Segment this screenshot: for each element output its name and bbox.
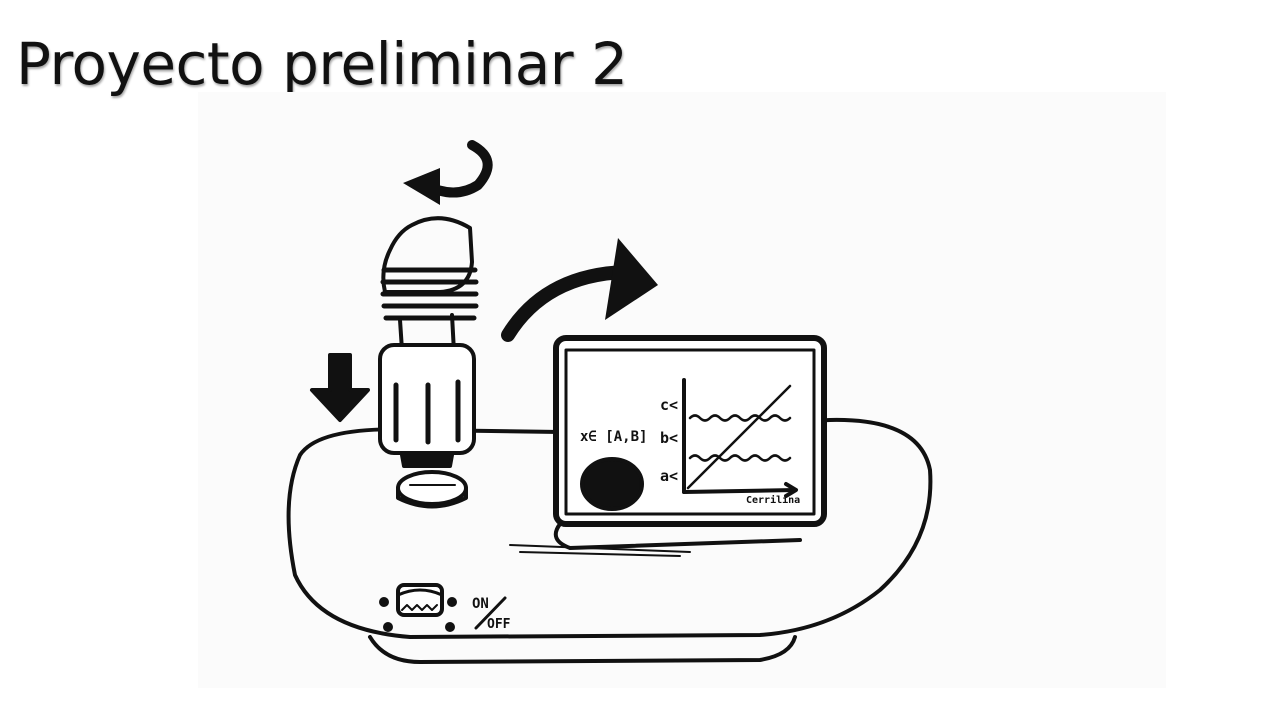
y-label-a: a< bbox=[660, 467, 678, 485]
button-dot bbox=[381, 599, 387, 605]
status-indicator bbox=[582, 459, 642, 509]
off-label: OFF bbox=[487, 617, 511, 632]
y-label-b: b< bbox=[660, 429, 678, 447]
chart-x-axis bbox=[684, 490, 795, 492]
sample-cup bbox=[398, 472, 466, 504]
condition-label: x∈ [A,B] bbox=[580, 429, 647, 445]
y-label-c: c< bbox=[660, 396, 678, 414]
press-down-arrow-icon bbox=[312, 355, 368, 420]
x-axis-label: Cerrilina bbox=[746, 494, 800, 506]
on-label: ON bbox=[472, 596, 489, 612]
output-arrow-icon bbox=[508, 272, 625, 335]
device-foot bbox=[370, 637, 795, 662]
